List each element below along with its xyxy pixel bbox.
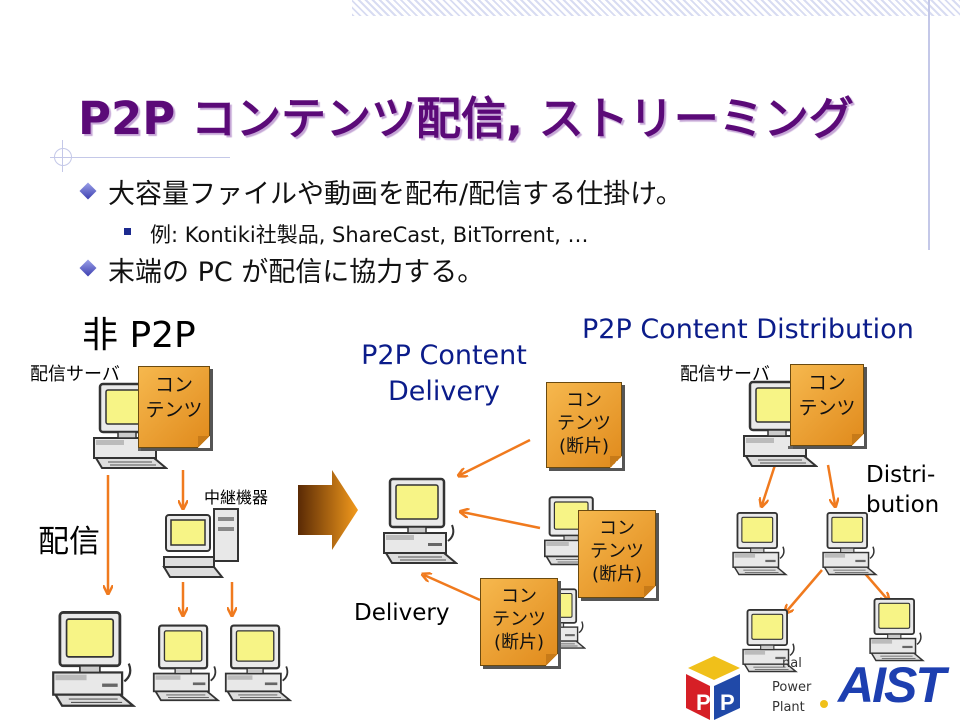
arrow-server-to-peer <box>762 464 777 505</box>
doc-line: コン <box>807 372 846 394</box>
client-computer-icon <box>220 622 292 702</box>
bullet-2: 末端の PC が配信に協力する。 <box>108 257 485 288</box>
slide-title: P2P コンテンツ配信, ストリーミング <box>78 92 854 145</box>
footer-logos: P P nal Power Plant AIST <box>684 650 960 720</box>
pp-logo-text: nal <box>782 656 802 671</box>
relay-device-icon <box>162 505 242 585</box>
pp-logo-text: Power <box>772 680 812 695</box>
content-fragment-document-icon: コン テンツ (断片) <box>546 382 622 468</box>
arrow-fragment-to-pc <box>462 512 541 530</box>
server-label: 配信サーバ <box>680 364 770 385</box>
distribution-line: bution <box>866 492 940 518</box>
svg-text:P: P <box>720 690 735 715</box>
p2p-content-delivery-heading: P2P Content Delivery <box>354 338 534 410</box>
transition-arrow <box>298 470 358 550</box>
doc-line: テンツ <box>557 413 611 434</box>
right-decor-line <box>928 0 930 250</box>
arrow-fragment-to-pc <box>460 438 531 475</box>
pp-logo-icon <box>688 656 740 680</box>
delivery-label: Delivery <box>354 600 450 626</box>
sub-bullet-1: 例: Kontiki社製品, ShareCast, BitTorrent, … <box>150 223 589 247</box>
peer-computer-icon <box>728 510 788 576</box>
p2p-content-distribution-heading: P2P Content Distribution <box>582 314 914 345</box>
server-label: 配信サーバ <box>30 364 120 385</box>
distribution-line: Distri- <box>866 462 936 488</box>
logo-graphics: P P <box>686 656 828 720</box>
receiver-computer-icon <box>378 475 458 565</box>
decor-circle <box>54 148 72 166</box>
arrow-fragment-to-pc <box>424 575 481 602</box>
top-pattern-band <box>352 0 960 16</box>
title-underline <box>50 157 230 158</box>
doc-line: (断片) <box>558 436 610 457</box>
client-computer-icon <box>46 608 136 708</box>
doc-line: テンツ <box>590 541 644 562</box>
content-document-icon: コン テンツ <box>790 364 864 446</box>
content-fragment-document-icon: コン テンツ (断片) <box>480 578 558 666</box>
doc-line: (断片) <box>591 564 643 585</box>
bullet-1: 大容量ファイルや動画を配布/配信する仕掛け。 <box>108 179 683 210</box>
arrow-server-to-peer <box>826 464 835 505</box>
doc-line: テンツ <box>145 399 203 421</box>
doc-line: (断片) <box>493 632 545 653</box>
arrow-peer-to-peer <box>786 569 823 612</box>
doc-line: コン <box>501 586 537 607</box>
aist-logo: AIST <box>838 657 946 713</box>
client-computer-icon <box>148 622 220 702</box>
pp-logo-text: Plant <box>772 700 805 715</box>
doc-line: テンツ <box>492 609 546 630</box>
distribution-label: Distri- bution <box>866 460 939 520</box>
svg-text:P: P <box>696 690 711 715</box>
sub-bullet-square-icon <box>124 228 131 235</box>
decor-vertical-tick <box>62 140 63 172</box>
doc-line: コン <box>599 518 635 539</box>
doc-line: コン <box>154 374 193 396</box>
non-p2p-heading: 非 P2P <box>82 315 196 356</box>
relay-label: 中継機器 <box>204 488 269 507</box>
doc-line: コン <box>566 390 602 411</box>
content-fragment-document-icon: コン テンツ (断片) <box>578 510 656 598</box>
heading-line: P2P Content <box>361 340 527 371</box>
doc-line: テンツ <box>798 397 856 419</box>
content-document-icon: コン テンツ <box>138 366 210 448</box>
heading-line: Delivery <box>387 376 501 407</box>
delivery-label-ja: 配信 <box>38 524 100 560</box>
